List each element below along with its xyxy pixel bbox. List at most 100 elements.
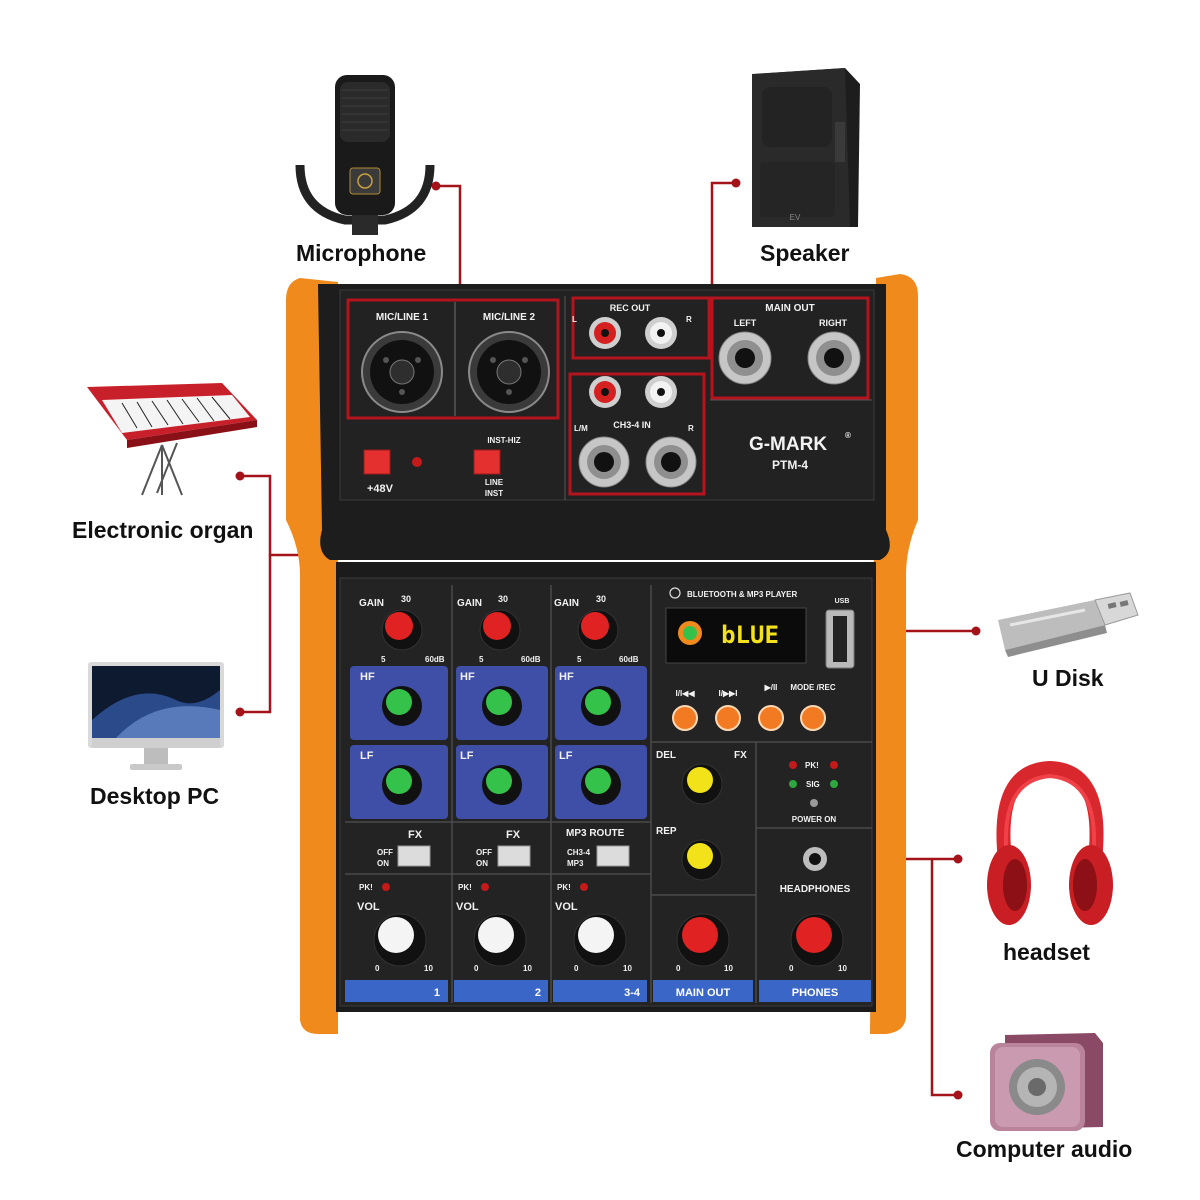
main-out-left-jack[interactable] xyxy=(718,331,772,385)
hf-knob-2[interactable] xyxy=(482,686,522,726)
lf-knob-2[interactable] xyxy=(482,765,522,805)
usb-label: USB xyxy=(835,598,850,605)
play-pause-button[interactable] xyxy=(758,705,784,731)
hf-knob-3[interactable] xyxy=(581,686,621,726)
phones-vol-max: 10 xyxy=(838,964,847,973)
gain-knob-3[interactable] xyxy=(577,609,619,651)
next-button-label: I/▶▶I xyxy=(719,689,738,698)
audio-line-dot xyxy=(953,1090,963,1100)
phones-knob[interactable] xyxy=(790,913,844,967)
speaker-pc-connection-line xyxy=(930,859,958,1097)
gain-knob-2[interactable] xyxy=(479,609,521,651)
pk-label-2: PK! xyxy=(458,883,472,892)
fx-switch-1[interactable] xyxy=(397,845,431,867)
ch34-in-title: CH3-4 IN xyxy=(613,420,651,430)
mic1-combo-jack[interactable] xyxy=(361,331,443,413)
main-out-title: MAIN OUT xyxy=(765,303,814,314)
delay-knob[interactable] xyxy=(681,763,723,805)
ch34-right-jack[interactable] xyxy=(645,436,697,488)
play-button-label: ▶/II xyxy=(764,683,778,692)
fx-section-label: FX xyxy=(734,750,747,761)
mic1-label: MIC/LINE 1 xyxy=(376,312,429,323)
hf-label-1: HF xyxy=(360,671,375,683)
udisk-caption: U Disk xyxy=(1032,665,1104,691)
rec-out-left-jack[interactable] xyxy=(589,317,621,349)
headphones-jack[interactable] xyxy=(803,847,827,871)
player-display xyxy=(665,607,807,664)
rec-out-left-label: L xyxy=(572,315,577,324)
pk-led-1 xyxy=(382,883,390,891)
ch34-rca-left-jack[interactable] xyxy=(589,376,621,408)
rec-out-title: REC OUT xyxy=(610,303,651,313)
strip-bar-2 xyxy=(454,980,548,1002)
gain-max-1: 60dB xyxy=(425,655,445,664)
vol-knob-2[interactable] xyxy=(473,913,527,967)
hf-label-3: HF xyxy=(559,671,574,683)
bluetooth-icon xyxy=(669,587,681,599)
mic-line-dot xyxy=(431,181,441,191)
del-label: DEL xyxy=(656,750,676,761)
mp3-route-switch[interactable] xyxy=(596,845,630,867)
fx-on-label-1: ON xyxy=(377,859,389,868)
vol-knob-1[interactable] xyxy=(373,913,427,967)
vol-label-1: VOL xyxy=(357,901,380,913)
main-out-right-label: RIGHT xyxy=(819,318,848,328)
strip-label-2: 2 xyxy=(535,987,541,999)
computer-audio-image xyxy=(990,1033,1103,1131)
rec-out-right-jack[interactable] xyxy=(645,317,677,349)
player-display-text: bLUE xyxy=(721,621,779,649)
gain-min-2: 5 xyxy=(479,655,484,664)
lf-label-3: LF xyxy=(559,750,573,762)
pc-line-dot xyxy=(235,707,245,717)
next-button[interactable] xyxy=(715,705,741,731)
vol-max-3: 10 xyxy=(623,964,632,973)
repeat-knob[interactable] xyxy=(681,839,723,881)
main-out-left-label: LEFT xyxy=(734,318,757,328)
speaker-image: EV xyxy=(752,68,860,227)
fx-switch-2[interactable] xyxy=(497,845,531,867)
power-on-label: POWER ON xyxy=(792,815,837,824)
mic2-combo-jack[interactable] xyxy=(468,331,550,413)
gain-min-3: 5 xyxy=(577,655,582,664)
lf-label-2: LF xyxy=(460,750,474,762)
hf-knob-1[interactable] xyxy=(382,686,422,726)
organ-caption: Electronic organ xyxy=(72,517,254,543)
udisk-image xyxy=(998,592,1139,657)
phones-vol-min: 0 xyxy=(789,964,794,973)
gain-label-2: GAIN xyxy=(457,598,482,609)
speaker-caption: Speaker xyxy=(760,240,850,266)
strip-bar-main xyxy=(653,980,753,1002)
svg-text:EV: EV xyxy=(790,213,801,222)
line-label: LINE xyxy=(485,478,504,487)
ch34-left-jack[interactable] xyxy=(578,436,630,488)
brand-name: G-MARK xyxy=(749,434,827,455)
usb-port[interactable] xyxy=(825,609,855,669)
main-out-knob[interactable] xyxy=(676,913,730,967)
computer-audio-caption: Computer audio xyxy=(956,1136,1133,1162)
pk-indicator-led-right xyxy=(830,761,838,769)
pk-indicator-label: PK! xyxy=(805,761,819,770)
main-vol-min: 0 xyxy=(676,964,681,973)
vol-min-3: 0 xyxy=(574,964,579,973)
prev-button[interactable] xyxy=(672,705,698,731)
gain-knob-1[interactable] xyxy=(381,609,423,651)
ch34-in-right-label: R xyxy=(688,424,694,433)
main-out-right-jack[interactable] xyxy=(807,331,861,385)
pc-connection-line xyxy=(240,555,272,714)
lf-knob-3[interactable] xyxy=(581,765,621,805)
vol-min-1: 0 xyxy=(375,964,380,973)
vol-knob-3[interactable] xyxy=(573,913,627,967)
prev-button-label: I/I◀◀ xyxy=(676,689,696,698)
phantom-power-button[interactable] xyxy=(363,449,391,475)
hf-label-2: HF xyxy=(460,671,475,683)
ch34-rca-right-jack[interactable] xyxy=(645,376,677,408)
lf-knob-1[interactable] xyxy=(382,765,422,805)
pk-indicator-led-left xyxy=(789,761,797,769)
mode-button-label: MODE /REC xyxy=(790,683,836,692)
fx-label-2: FX xyxy=(506,829,521,841)
sig-indicator-label: SIG xyxy=(806,780,820,789)
mode-rec-button[interactable] xyxy=(800,705,826,731)
vol-label-3: VOL xyxy=(555,901,578,913)
mic2-label: MIC/LINE 2 xyxy=(483,312,536,323)
inst-hiz-button[interactable] xyxy=(473,449,501,475)
